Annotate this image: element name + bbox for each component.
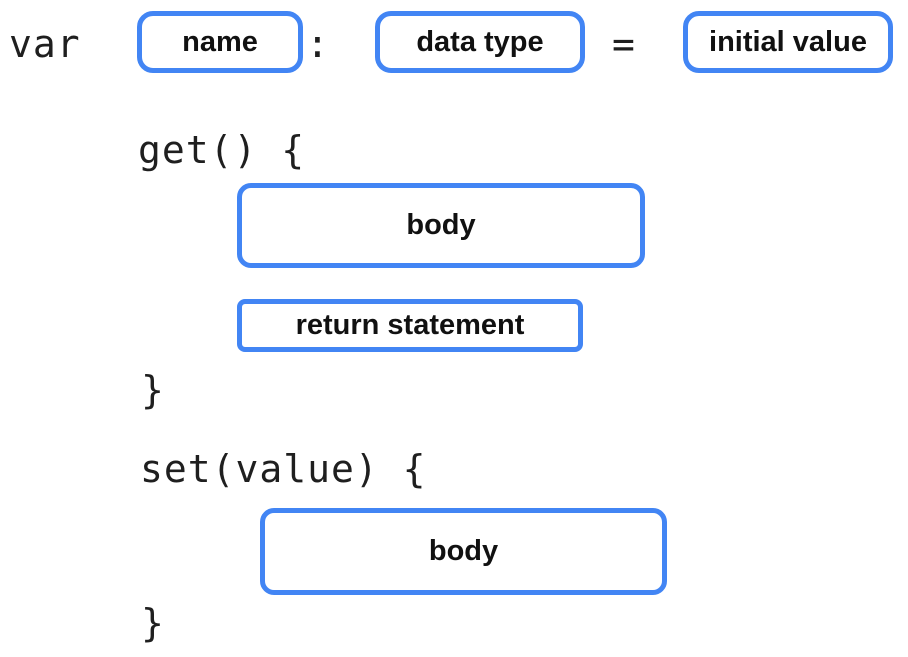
name-placeholder-label: name bbox=[182, 25, 258, 58]
data-type-placeholder-label: data type bbox=[416, 25, 544, 58]
name-placeholder-box: name bbox=[137, 11, 303, 73]
equals-sign: = bbox=[612, 22, 636, 66]
var-keyword: var bbox=[9, 22, 81, 66]
data-type-placeholder-box: data type bbox=[375, 11, 585, 73]
setter-body-label: body bbox=[428, 535, 499, 567]
initial-value-placeholder-label: initial value bbox=[709, 25, 867, 58]
return-statement-box: return statement bbox=[237, 299, 583, 352]
setter-signature: set(value) { bbox=[140, 447, 427, 491]
initial-value-placeholder-box: initial value bbox=[683, 11, 893, 73]
getter-closing-brace: } bbox=[141, 368, 165, 412]
getter-body-box: body bbox=[237, 183, 645, 268]
setter-closing-brace: } bbox=[141, 601, 165, 645]
setter-body-box: body bbox=[260, 508, 667, 595]
getter-body-label: body bbox=[406, 209, 476, 241]
getter-signature: get() { bbox=[138, 128, 306, 172]
return-statement-label: return statement bbox=[295, 309, 525, 341]
colon-separator: : bbox=[306, 22, 330, 66]
